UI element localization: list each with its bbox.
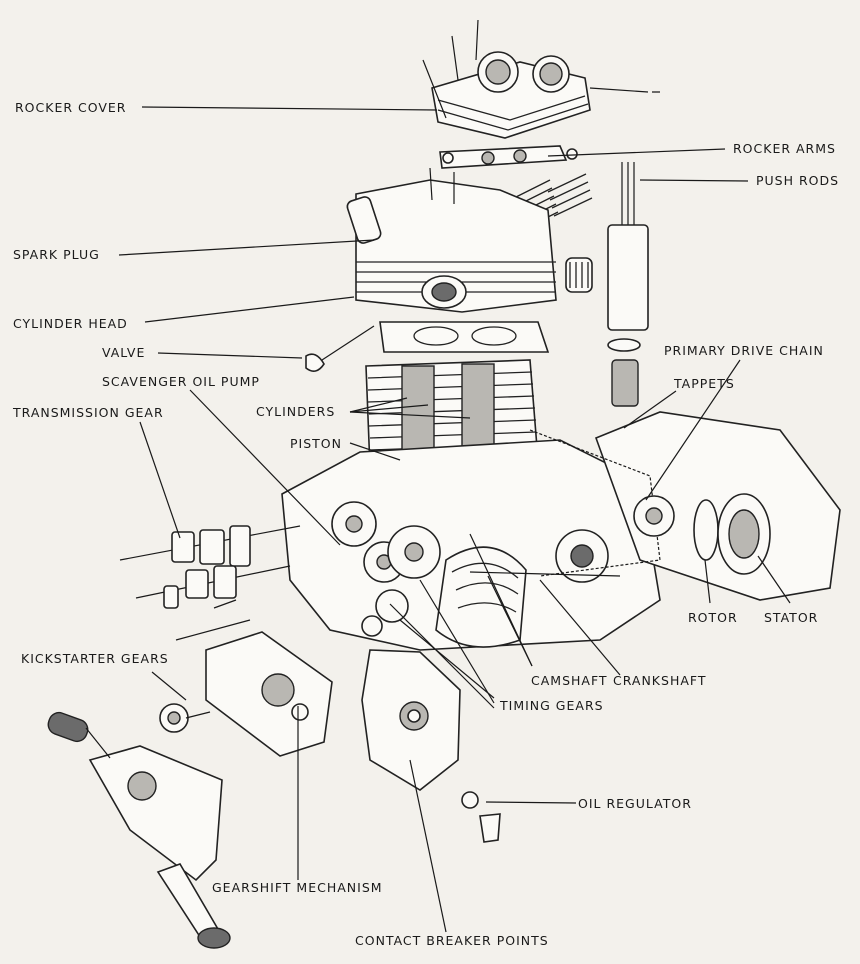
label-tappets: TAPPETS (673, 376, 735, 391)
gearbox-cover-part (205, 631, 333, 757)
labels: ROCKER COVER ROCKER ARMS PUSH RODS SPARK… (12, 100, 839, 948)
oil-regulator-part (461, 791, 501, 843)
push-rod-tube-part (607, 162, 649, 407)
cylinder-head-part (346, 167, 557, 313)
outer-cover-part (47, 711, 231, 949)
label-cylinders: CYLINDERS (256, 404, 335, 419)
label-gearshift-mechanism: GEARSHIFT MECHANISM (212, 880, 383, 895)
rocker-arms-part (439, 145, 578, 169)
rocker-cover-part (422, 19, 660, 139)
label-rocker-cover: ROCKER COVER (15, 100, 127, 115)
transmission-gear-part (119, 525, 301, 609)
label-kickstarter-gears: KICKSTARTER GEARS (21, 651, 169, 666)
timing-cover-part (361, 649, 461, 791)
label-rotor: ROTOR (688, 610, 738, 625)
valve-part (305, 325, 375, 372)
head-gasket-part (379, 321, 550, 353)
label-push-rods: PUSH RODS (756, 173, 839, 188)
label-primary-drive-chain: PRIMARY DRIVE CHAIN (664, 343, 824, 358)
kickstarter-gears-part (159, 703, 211, 733)
label-rocker-arms: ROCKER ARMS (733, 141, 836, 156)
label-scavenger-oil-pump: SCAVENGER OIL PUMP (102, 374, 260, 389)
selector-forks-part (175, 599, 251, 641)
label-crankshaft: CRANKSHAFT (613, 673, 707, 688)
label-timing-gears: TIMING GEARS (499, 698, 604, 713)
primary-drive-chain-part (529, 411, 841, 601)
label-cylinder-head: CYLINDER HEAD (13, 316, 128, 331)
label-valve: VALVE (102, 345, 145, 360)
rotor-stator-part (693, 493, 771, 575)
label-camshaft: CAMSHAFT (531, 673, 608, 688)
crankcase-part (281, 439, 661, 651)
label-spark-plug: SPARK PLUG (13, 247, 100, 262)
inlet-stub-part (565, 257, 593, 293)
label-stator: STATOR (764, 610, 818, 625)
label-transmission-gear: TRANSMISSION GEAR (12, 405, 164, 420)
leader-lines (118, 106, 791, 933)
label-oil-regulator: OIL REGULATOR (578, 796, 692, 811)
label-piston: PISTON (290, 436, 342, 451)
label-contact-breaker-points: CONTACT BREAKER POINTS (355, 933, 549, 948)
